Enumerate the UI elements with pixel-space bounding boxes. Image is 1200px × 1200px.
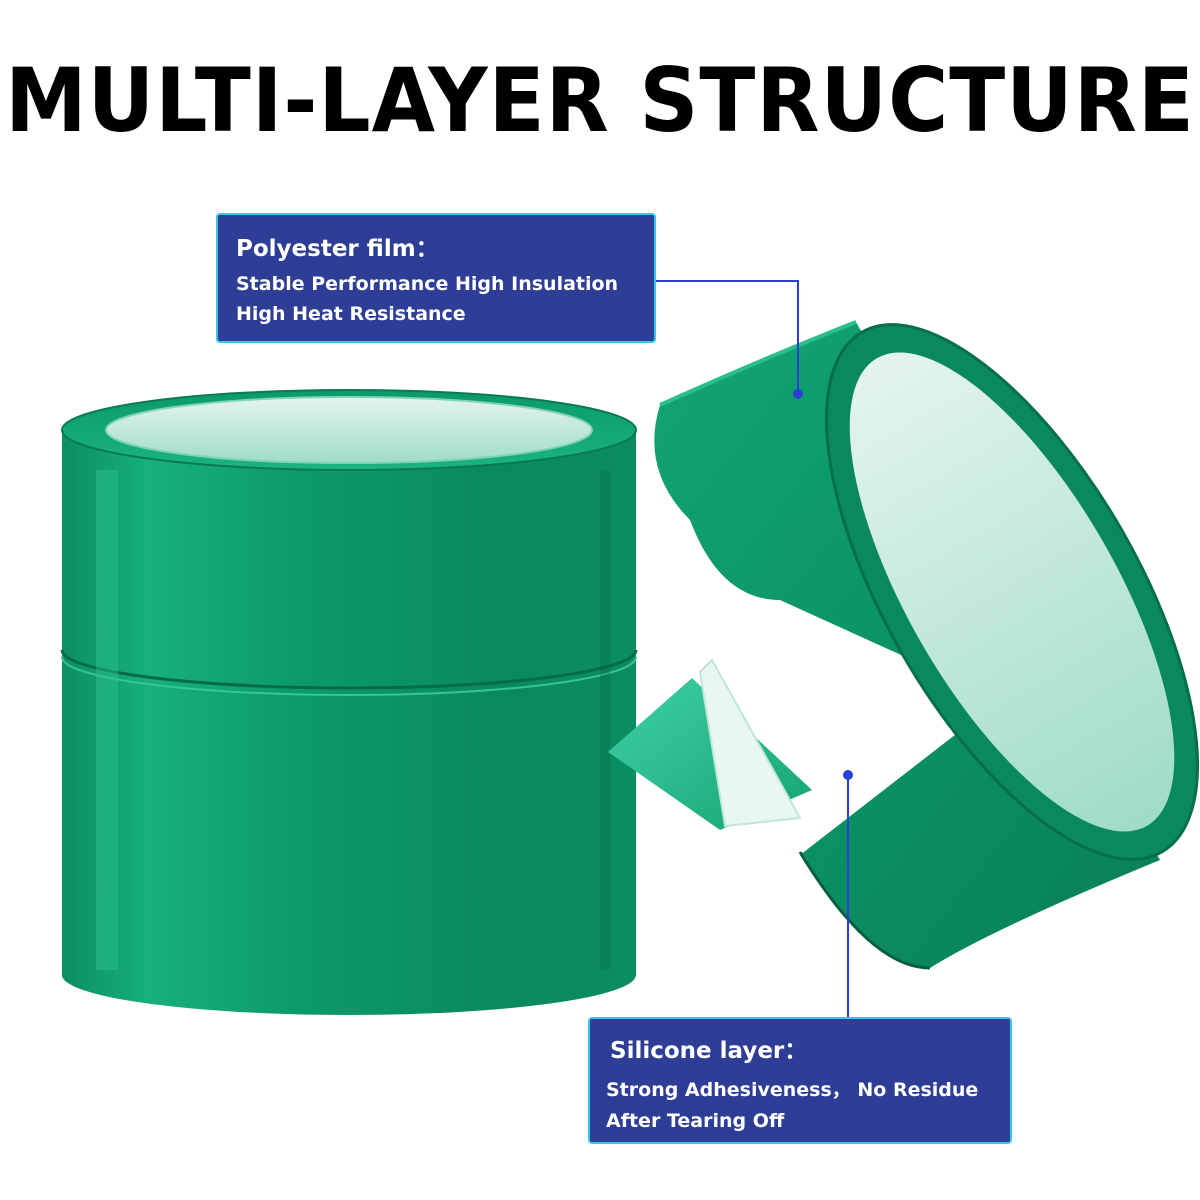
silicone-layer-line-1: Strong Adhesiveness， No Residue <box>606 1079 979 1101</box>
silicone-layer-title: Silicone layer： <box>610 1038 808 1064</box>
top-roll-core <box>106 397 592 463</box>
leader-lines <box>656 280 853 1017</box>
right-tape-roll <box>608 320 1199 970</box>
headline: MULTI-LAYER STRUCTURE <box>5 50 1195 153</box>
liner-strip <box>698 658 802 828</box>
polyester-film-line-1: Stable Performance High Insulation <box>236 273 619 295</box>
silicone-leader-dot <box>843 770 853 780</box>
polyester-film-title: Polyester film： <box>236 236 439 262</box>
film-leader-dot <box>793 389 803 399</box>
bottom-roll-body <box>62 655 636 1015</box>
polyester-film-callout: Polyester film： Stable Performance High … <box>216 213 656 343</box>
polyester-film-line-2: High Heat Resistance <box>236 303 466 325</box>
left-tape-stack <box>60 389 638 1015</box>
top-roll-body <box>62 430 636 688</box>
silicone-layer-line-2: After Tearing Off <box>606 1110 785 1132</box>
film-leader-line <box>656 280 799 392</box>
right-roll-core <box>849 352 1175 832</box>
silicone-layer-callout: Silicone layer： Strong Adhesiveness， No … <box>588 1017 1012 1144</box>
